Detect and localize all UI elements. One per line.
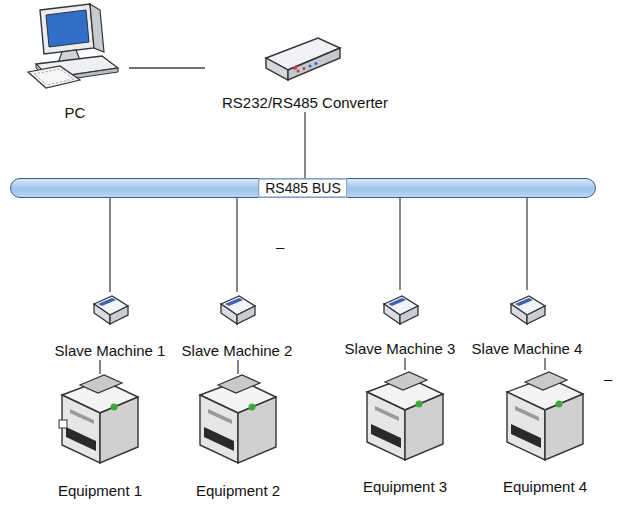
bus-wire [109, 198, 110, 292]
device-node: Equipment 4 [481, 370, 609, 496]
bus-wire [304, 112, 305, 178]
device-node: Slave Machine 1 [41, 292, 179, 360]
printer-icon [62, 375, 138, 463]
converter-icon [266, 38, 340, 80]
bus-label: RS485 BUS [258, 179, 347, 198]
device-label: Equipment 4 [481, 478, 609, 496]
device-node: Slave Machine 4 [458, 290, 596, 358]
device-label: Equipment 3 [341, 478, 469, 496]
device-label: Slave Machine 1 [41, 342, 179, 360]
device-label: Slave Machine 3 [331, 340, 469, 358]
bus-wire [99, 360, 100, 374]
bus-wire [544, 358, 545, 370]
slave-icon [221, 296, 255, 324]
device-node: Equipment 2 [174, 374, 302, 500]
bus-wire [526, 198, 527, 290]
slave-icon [94, 296, 128, 324]
device-label: PC [21, 104, 129, 122]
pc-icon [28, 4, 118, 88]
bus-wire [404, 358, 405, 370]
device-node: PC [21, 4, 129, 122]
device-label: Equipment 1 [36, 482, 164, 500]
printer-icon [367, 372, 443, 460]
printer-icon [507, 372, 583, 460]
bus-wire [236, 198, 237, 292]
device-node: RS232/RS485 Converter [205, 36, 405, 112]
bus-bar: RS485 BUS [10, 178, 596, 198]
bus-wire [237, 360, 238, 374]
stray-mark: – [604, 370, 612, 387]
port-square [59, 420, 67, 428]
device-node: Equipment 3 [341, 370, 469, 496]
stray-mark: – [276, 238, 284, 255]
device-node: Slave Machine 3 [331, 290, 469, 358]
slave-icon [384, 296, 418, 324]
bus-wire [129, 67, 205, 68]
slave-icon [511, 296, 545, 324]
printer-icon [200, 375, 276, 463]
device-label: Slave Machine 4 [458, 340, 596, 358]
device-label: Equipment 2 [174, 482, 302, 500]
device-label: Slave Machine 2 [168, 342, 306, 360]
device-label: RS232/RS485 Converter [205, 94, 405, 112]
bus-wire [399, 198, 400, 290]
device-node: Slave Machine 2 [168, 292, 306, 360]
device-node: Equipment 1 [36, 374, 164, 500]
